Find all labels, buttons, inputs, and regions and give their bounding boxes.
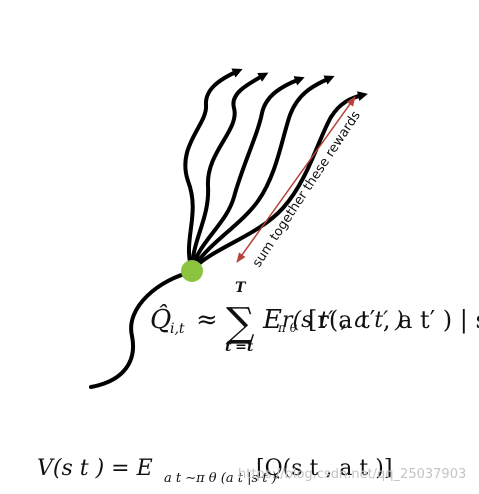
svg-text:i,t: i,t [170,321,185,337]
svg-text:r(s t′ , a t′ ): r(s t′ , a t′ ) [282,308,404,333]
start-state-dot [181,260,203,282]
svg-text:T: T [235,280,247,296]
reward-sum-arrow [236,96,356,263]
sample-trajectory-2 [190,72,269,272]
svg-text:t′=t: t′=t [225,339,254,355]
past-trajectory [89,270,194,389]
svg-text:[Q(s t , a t )]: [Q(s t , a t )] [256,456,392,481]
value-function-equation: V(s t ) = E a t ∼π θ (a t |s t ) [Q(s t … [37,456,392,486]
svg-text:[r(a t′ , a t′ ) | s t , a t ]: [r(a t′ , a t′ ) | s t , a t ] [308,306,479,335]
svg-text:Q̂: Q̂ [150,304,171,335]
svg-text:∑: ∑ [226,300,255,346]
watermark-text: https://blog.csdn.net/qq_25037903 [238,467,466,482]
q-hat-equation: Q̂ i,t ≈ T ∑ t′=t E π θ r(s t′ , a t′ ) … [150,280,479,355]
svg-text:a t ∼π θ (a t |s t ): a t ∼π θ (a t |s t ) [164,471,277,486]
svg-text:V(s t ) = E: V(s t ) = E [37,456,153,481]
sample-trajectory-1 [183,68,243,272]
svg-text:≈: ≈ [196,305,218,335]
svg-text:π θ: π θ [277,321,298,335]
svg-text:E: E [262,305,282,335]
